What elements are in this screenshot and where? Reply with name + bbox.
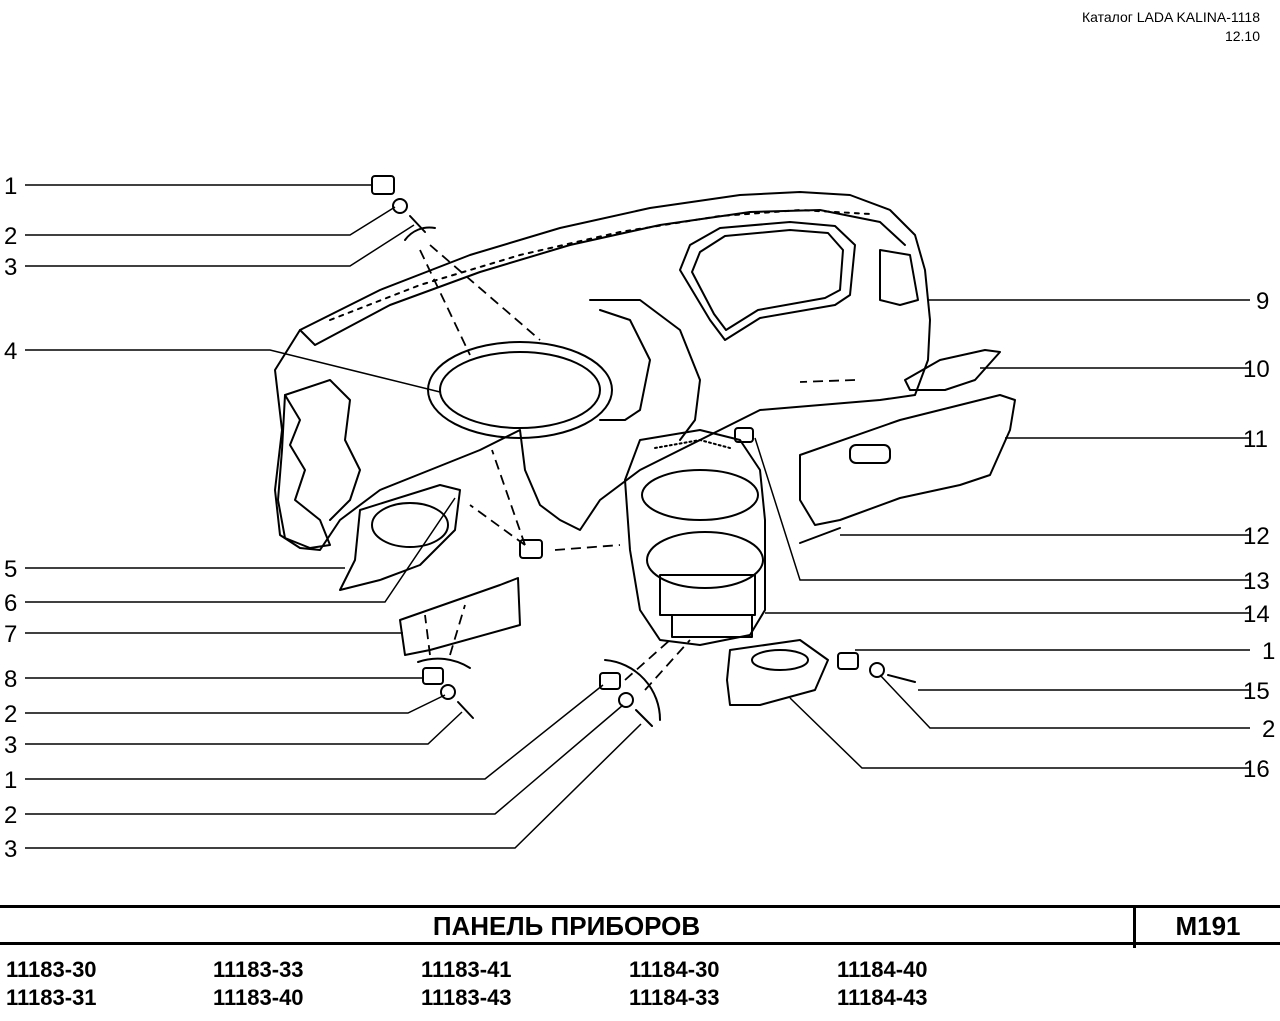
model-code: 11183-30 [6, 957, 97, 982]
callout-10: 10 [1243, 356, 1270, 383]
callout-1-bottom: 1 [4, 767, 17, 794]
callout-1-right: 1 [1262, 638, 1275, 665]
model-code: 11184-43 [837, 985, 928, 1010]
section-title: ПАНЕЛЬ ПРИБОРОВ [432, 911, 701, 941]
model-code: 11183-33 [213, 957, 304, 982]
callout-3-mid: 3 [4, 732, 17, 759]
model-code: 11183-40 [213, 985, 304, 1010]
model-code: 11183-41 [421, 957, 512, 982]
dashboard-panel [274, 191, 931, 551]
catalog-date: 12.10 [1224, 28, 1260, 44]
callout-14: 14 [1243, 601, 1270, 628]
callout-3-bottom: 3 [4, 836, 17, 863]
callout-3-top: 3 [4, 254, 17, 281]
callout-4: 4 [4, 338, 17, 365]
page-header: Каталог LADA KALINA-1118 12.10 [1082, 8, 1260, 46]
glove-box-lid [799, 394, 1016, 526]
section-code: M191 [1175, 911, 1241, 941]
callout-2-right: 2 [1262, 716, 1275, 743]
callout-15: 15 [1243, 678, 1270, 705]
center-console [624, 429, 766, 646]
model-code: 11184-33 [629, 985, 720, 1010]
callout-13: 13 [1243, 568, 1270, 595]
callout-7: 7 [4, 621, 17, 648]
page-footer: ПАНЕЛЬ ПРИБОРОВ M191 11183-30 11183-31 1… [0, 905, 1280, 1021]
pin-12 [799, 527, 841, 544]
model-code: 11183-31 [6, 985, 97, 1010]
callout-12: 12 [1243, 523, 1270, 550]
callout-5: 5 [4, 556, 17, 583]
dashboard-exploded-diagram: 1 2 3 4 5 6 7 8 2 3 1 2 3 9 10 11 12 13 … [4, 173, 1275, 863]
model-code: 11183-43 [421, 985, 512, 1010]
display-opening [679, 221, 856, 341]
callout-9: 9 [1256, 288, 1269, 315]
callout-6: 6 [4, 590, 17, 617]
callout-11: 11 [1243, 426, 1268, 453]
callout-2-top: 2 [4, 223, 17, 250]
callout-2-bottom: 2 [4, 802, 17, 829]
footer-title-bar: ПАНЕЛЬ ПРИБОРОВ M191 [0, 905, 1280, 948]
catalog-title: Каталог LADA KALINA-1118 [1081, 9, 1260, 25]
model-code: 11184-40 [837, 957, 928, 982]
callout-2-mid: 2 [4, 701, 17, 728]
left-lower-trim [339, 484, 461, 591]
model-code: 11184-30 [629, 957, 720, 982]
pocket-16 [726, 639, 829, 706]
callout-16: 16 [1243, 756, 1270, 783]
callout-1-top: 1 [4, 173, 17, 200]
instrument-cluster-hood [427, 341, 613, 439]
bracket-10 [904, 349, 1001, 391]
panel-7 [399, 577, 521, 656]
callout-8: 8 [4, 666, 17, 693]
footer-divider [1133, 908, 1136, 948]
